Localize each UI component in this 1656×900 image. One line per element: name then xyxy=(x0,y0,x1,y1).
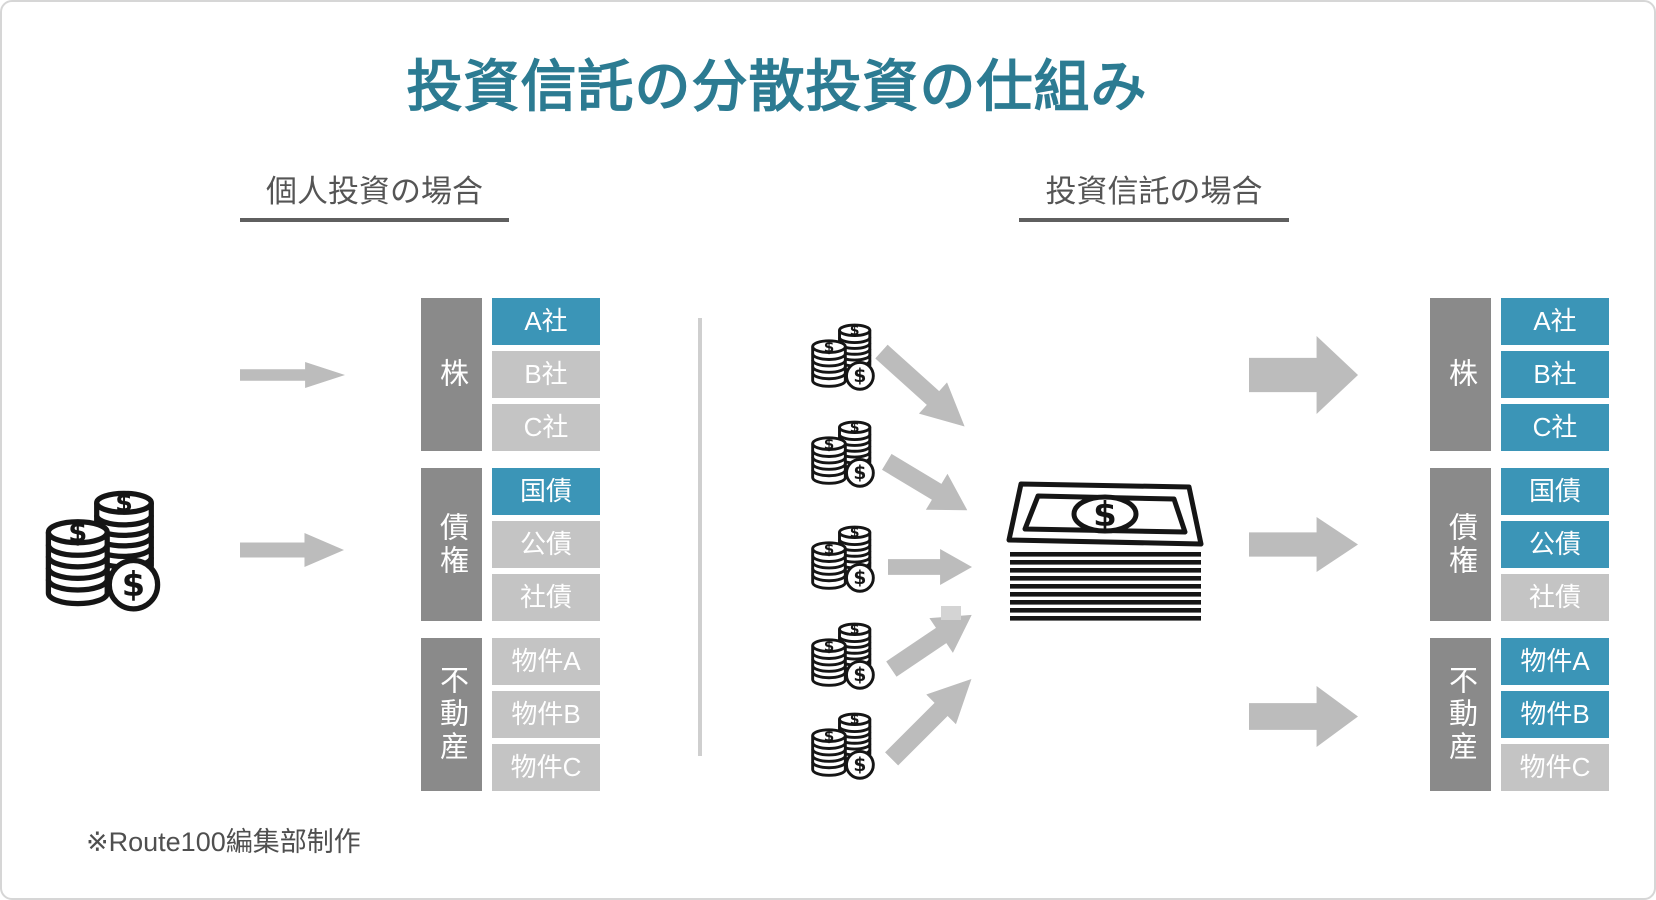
arrow-investor-3-icon xyxy=(888,549,972,585)
category-group-stocks-trust: 株 A社 B社 C社 xyxy=(1430,298,1610,451)
coin-stack-icon xyxy=(811,710,875,780)
arrow-trust-bonds-icon xyxy=(1249,517,1358,572)
item-bond-gov-trust: 国債 xyxy=(1501,468,1609,515)
item-stock-b-trust: B社 xyxy=(1501,351,1609,398)
arrow-investor-1-icon xyxy=(875,344,965,427)
arrow-trust-realestate-icon xyxy=(1249,686,1358,747)
arrow-individual-stocks-icon xyxy=(240,362,345,388)
category-group-realestate-individual: 不動産 物件A 物件B 物件C xyxy=(421,638,601,791)
item-stock-b-individual: B社 xyxy=(492,351,600,398)
item-bond-public-trust: 公債 xyxy=(1501,521,1609,568)
item-bond-public-individual: 公債 xyxy=(492,521,600,568)
coin-stack-icon xyxy=(811,418,875,488)
section-divider xyxy=(698,318,702,756)
arrow-investor-2-icon xyxy=(881,453,968,511)
item-property-b-trust: 物件B xyxy=(1501,691,1609,738)
item-stock-a-individual: A社 xyxy=(492,298,600,345)
item-property-a-trust: 物件A xyxy=(1501,638,1609,685)
item-stock-c-individual: C社 xyxy=(492,404,600,451)
coin-stack-icon xyxy=(811,523,875,593)
category-group-realestate-trust: 不動産 物件A 物件B 物件C xyxy=(1430,638,1610,791)
coin-stack-icon xyxy=(811,321,875,391)
item-bond-gov-individual: 国債 xyxy=(492,468,600,515)
arrow-individual-bonds-icon xyxy=(240,533,344,567)
category-label-bonds: 債権 xyxy=(421,468,482,621)
item-bond-corp-trust: 社債 xyxy=(1501,574,1609,621)
arrow-trust-stocks-icon xyxy=(1249,336,1358,414)
item-property-b-individual: 物件B xyxy=(492,691,600,738)
arrow-investor-5-icon xyxy=(885,679,972,766)
category-group-stocks-individual: 株 A社 B社 C社 xyxy=(421,298,601,451)
section-heading-individual: 個人投資の場合 xyxy=(240,172,509,222)
page-title: 投資信託の分散投資の仕組み xyxy=(406,55,1148,118)
item-stock-c-trust: C社 xyxy=(1501,404,1609,451)
category-group-bonds-trust: 債権 国債 公債 社債 xyxy=(1430,468,1610,621)
artifact-dot xyxy=(941,606,961,620)
category-label-realestate: 不動産 xyxy=(1430,638,1491,791)
item-property-a-individual: 物件A xyxy=(492,638,600,685)
category-label-stocks: 株 xyxy=(1430,298,1491,451)
item-stock-a-trust: A社 xyxy=(1501,298,1609,345)
category-label-bonds: 債権 xyxy=(1430,468,1491,621)
item-property-c-trust: 物件C xyxy=(1501,744,1609,791)
coin-stack-icon xyxy=(40,474,166,624)
footer-note: ※Route100編集部制作 xyxy=(86,827,361,857)
arrow-investor-4-icon xyxy=(886,614,972,677)
category-label-stocks: 株 xyxy=(421,298,482,451)
coin-stack-icon xyxy=(811,620,875,690)
money-stack-icon xyxy=(1005,480,1205,622)
item-property-c-individual: 物件C xyxy=(492,744,600,791)
section-heading-trust: 投資信託の場合 xyxy=(1019,172,1289,222)
category-label-realestate: 不動産 xyxy=(421,638,482,791)
item-bond-corp-individual: 社債 xyxy=(492,574,600,621)
category-group-bonds-individual: 債権 国債 公債 社債 xyxy=(421,468,601,621)
